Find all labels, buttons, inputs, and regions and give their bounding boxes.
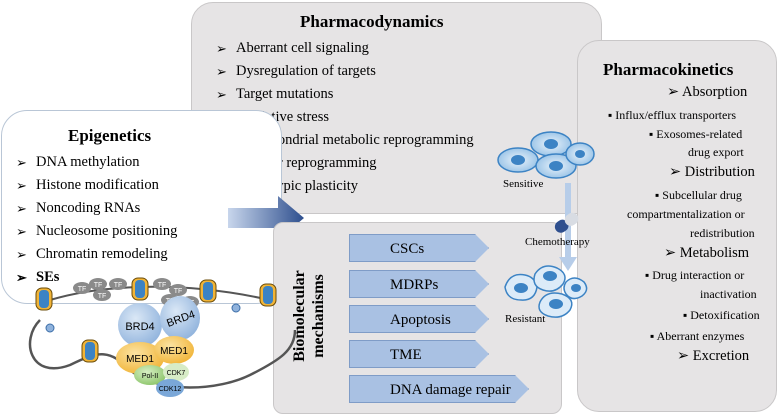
pk-metabolism-2: ▪ Detoxification (683, 308, 760, 322)
epigenetics-title: Epigenetics (68, 126, 152, 145)
arrow-icon: ➢ (664, 245, 677, 261)
pharmacokinetics-title: Pharmacokinetics (603, 60, 734, 79)
list-item: ➢Nucleosome positioning (16, 220, 177, 243)
tf-label: TF (114, 282, 123, 289)
mechanism-dna-repair: DNA damage repair (349, 375, 529, 403)
cdk12-label: CDK12 (159, 386, 182, 393)
arrow-icon: ➢ (16, 201, 27, 216)
pk-absorption-2: ▪ Exosomes-related (649, 127, 743, 141)
pk-distribution-1b: compartmentalization or (627, 207, 745, 221)
tf-label: TF (98, 293, 107, 300)
nucleosome (131, 277, 149, 301)
pk-metabolism-3: ▪ Aberrant enzymes (650, 329, 745, 343)
epigenetics-list: ➢DNA methylation ➢Histone modification ➢… (16, 151, 177, 289)
tf-label: TF (78, 286, 87, 293)
list-item: ➢Target mutations (216, 83, 474, 106)
mechanism-csc: CSCs (349, 234, 489, 262)
arrow-icon: ➢ (16, 270, 27, 285)
arrow-icon: ➢ (16, 155, 27, 170)
bullet-icon: ▪ (683, 308, 688, 322)
sensitive-cells (497, 131, 595, 179)
tf-label: TF (94, 282, 103, 289)
sensitive-label: Sensitive (503, 178, 544, 190)
chromatin-illustration: TF TF TF TF TF TF TF TF BRD4 BRD4 MED1 M… (28, 277, 297, 397)
bullet-icon: ▪ (650, 329, 655, 343)
arrow-icon: ➢ (216, 41, 227, 56)
pk-distribution: ➢ Distribution (669, 164, 755, 180)
bullet-icon: ▪ (645, 268, 650, 282)
tf-label: TF (158, 282, 167, 289)
list-item: ➢Histone modification (16, 174, 177, 197)
brd4-label: BRD4 (125, 321, 154, 333)
pol2-label: Pol-II (142, 373, 158, 380)
arrow-icon: ➢ (16, 247, 27, 262)
pk-absorption: ➢ Absorption (667, 84, 748, 100)
pharmacodynamics-title: Pharmacodynamics (300, 12, 444, 31)
arrow-icon: ➢ (216, 87, 227, 102)
mechanism-apoptosis: Apoptosis (349, 305, 489, 333)
pk-distribution-1c: redistribution (690, 226, 755, 240)
pk-absorption-1: ▪ Influx/efflux transporters (608, 108, 737, 122)
arrow-icon: ➢ (677, 348, 690, 364)
bullet-icon: ▪ (655, 188, 660, 202)
list-item: ➢Chromatin remodeling (16, 243, 177, 266)
arrow-icon: ➢ (216, 64, 227, 79)
list-item: ➢Dysregulation of targets (216, 60, 474, 83)
pk-metabolism-1b: inactivation (700, 287, 757, 301)
mechanism-tme: TME (349, 340, 489, 368)
list-item: ➢SEs (16, 266, 177, 289)
cdk7-label: CDK7 (167, 370, 186, 377)
pk-metabolism: ➢ Metabolism (664, 245, 750, 261)
arrow-icon: ➢ (16, 178, 27, 193)
mechanism-mdrps: MDRPs (349, 270, 489, 298)
resistant-cells (504, 265, 588, 318)
pk-metabolism-1: ▪ Drug interaction or (645, 268, 745, 282)
chemotherapy-label: Chemotherapy (525, 236, 590, 248)
arrow-icon: ➢ (16, 224, 27, 239)
resistant-label: Resistant (505, 313, 546, 325)
list-item: ➢Aberrant cell signaling (216, 37, 474, 60)
bullet-icon: ▪ (649, 127, 654, 141)
pk-distribution-1: ▪ Subcellular drug (655, 188, 742, 202)
tf-label: TF (174, 288, 183, 295)
chemotherapy-arrow (554, 183, 579, 271)
bullet-icon: ▪ (608, 108, 613, 122)
nucleosome (81, 339, 99, 363)
arrow-icon: ➢ (669, 164, 682, 180)
pk-absorption-2b: drug export (688, 145, 744, 159)
nucleosome (259, 283, 277, 307)
pk-excretion: ➢ Excretion (677, 348, 750, 364)
nucleosome (35, 287, 53, 311)
nucleosome (199, 279, 217, 303)
arrow-icon: ➢ (667, 84, 680, 100)
pharmacokinetics-panel (577, 40, 777, 412)
med1-label: MED1 (160, 346, 188, 357)
med1-label: MED1 (126, 354, 154, 365)
list-item: ➢DNA methylation (16, 151, 177, 174)
list-item: ➢Noncoding RNAs (16, 197, 177, 220)
